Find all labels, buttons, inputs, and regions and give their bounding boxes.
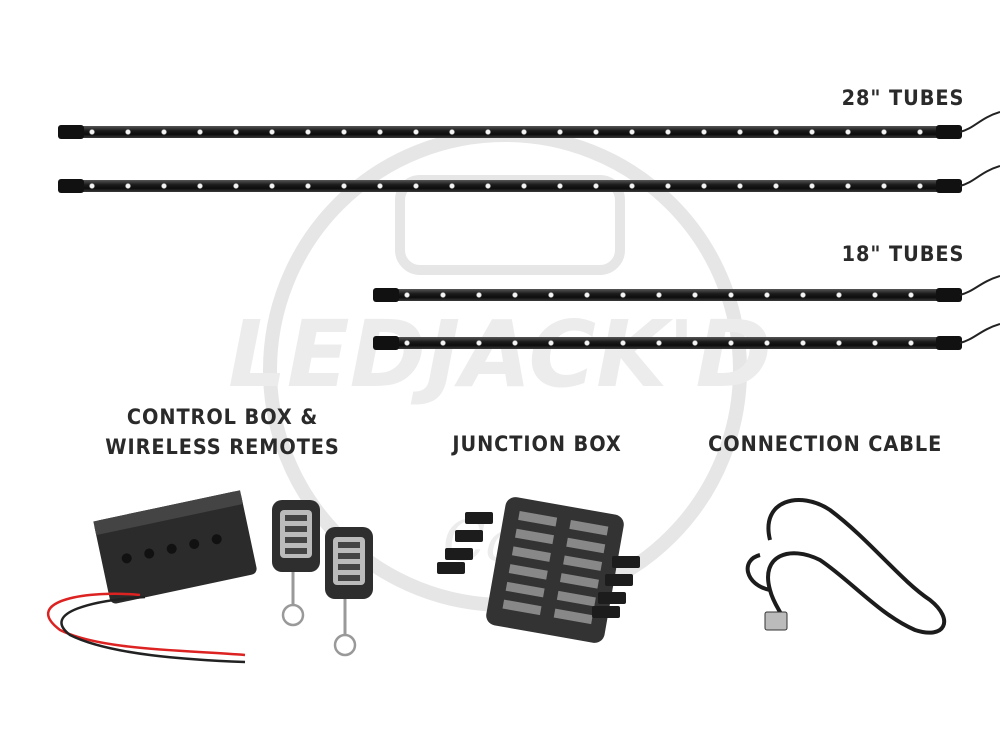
- label-control-box: CONTROL BOX & WIRELESS REMOTES: [96, 402, 349, 462]
- label-control-box-line1: CONTROL BOX &: [126, 405, 319, 429]
- tube-18-b: [373, 336, 962, 350]
- remote-2: [325, 527, 373, 657]
- label-connection-cable: CONNECTION CABLE: [708, 432, 943, 456]
- junction-caps: [437, 512, 640, 618]
- junction-box: [486, 497, 624, 643]
- label-control-box-line2: WIRELESS REMOTES: [105, 435, 340, 459]
- label-18-tubes: 18" TUBES: [841, 242, 964, 266]
- connection-cable: [745, 498, 947, 635]
- label-junction-box: JUNCTION BOX: [452, 432, 622, 456]
- tube-28-a: [58, 125, 962, 139]
- control-box: [93, 490, 257, 604]
- tube-28-b: [58, 179, 962, 193]
- cable-connector: [764, 611, 788, 631]
- power-wires: [46, 592, 246, 664]
- tube-18-a: [373, 288, 962, 302]
- label-28-tubes: 28" TUBES: [841, 86, 964, 110]
- remote-1: [272, 500, 320, 627]
